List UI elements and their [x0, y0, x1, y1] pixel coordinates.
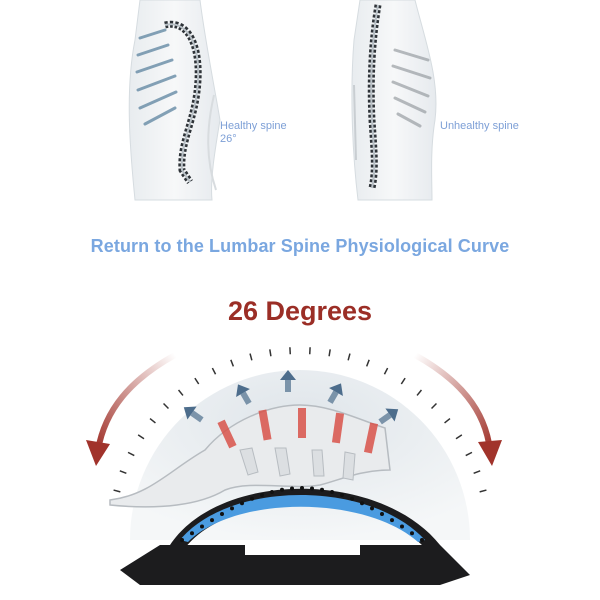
- blue-arc-pad: [180, 495, 425, 542]
- tick-mark: [211, 367, 217, 375]
- tick-mark: [149, 417, 156, 424]
- massage-bump: [340, 492, 344, 497]
- massage-bump: [350, 496, 354, 501]
- lumbar-spine-icon: [109, 404, 391, 508]
- tick-mark: [383, 367, 389, 375]
- massage-bump: [250, 496, 254, 501]
- massage-bump: [370, 506, 374, 511]
- blue-expansion-arrows-icon: [183, 370, 399, 425]
- tick-mark: [430, 402, 438, 410]
- tick-mark: [113, 489, 121, 493]
- tick-mark: [269, 349, 272, 357]
- tick-mark: [119, 470, 127, 475]
- tick-mark: [230, 359, 235, 367]
- tick-mark: [473, 470, 481, 475]
- headline: Return to the Lumbar Spine Physiological…: [90, 236, 510, 256]
- tick-marks: [113, 347, 487, 493]
- tick-mark: [416, 389, 423, 396]
- back-stretcher-product: [120, 486, 470, 585]
- massage-bump: [190, 531, 194, 536]
- skeletons-illustration: [128, 0, 437, 201]
- massage-bump: [210, 518, 214, 523]
- tick-mark: [194, 377, 200, 385]
- tick-mark: [444, 417, 451, 424]
- tick-mark: [465, 451, 473, 457]
- massage-bump: [410, 531, 414, 536]
- massage-bump: [380, 512, 384, 516]
- healthy-spine-angle: 26°: [220, 133, 237, 145]
- tick-mark: [365, 359, 370, 367]
- massage-bump: [180, 538, 184, 542]
- left-curve-arrow-icon: [95, 352, 177, 451]
- healthy-spine-figure: [128, 0, 221, 201]
- massage-bump: [270, 489, 274, 494]
- massage-bump: [360, 501, 364, 506]
- massage-bump: [290, 486, 294, 491]
- massage-bump: [260, 492, 264, 497]
- massage-bump: [320, 487, 324, 492]
- healthy-spine-label: Healthy spine: [220, 120, 287, 132]
- massage-bump: [280, 487, 284, 492]
- massage-bump: [310, 486, 314, 491]
- tick-mark: [162, 402, 170, 410]
- massage-bump: [420, 538, 424, 542]
- massage-bump: [230, 506, 234, 511]
- unhealthy-spine-label: Unhealthy spine: [440, 120, 519, 132]
- massage-bump: [400, 524, 404, 529]
- degrees-title: 26 Degrees: [227, 296, 373, 326]
- massage-bump: [330, 489, 334, 494]
- tick-mark: [127, 451, 135, 457]
- massage-bump: [200, 524, 204, 529]
- tick-mark: [479, 489, 487, 493]
- massage-bump: [300, 486, 304, 490]
- massage-bump: [390, 518, 394, 523]
- tick-mark: [455, 434, 463, 440]
- unhealthy-spine-figure: [351, 0, 437, 201]
- tick-mark: [347, 353, 351, 361]
- tick-mark: [328, 349, 331, 357]
- massage-bump: [240, 501, 244, 506]
- tick-mark: [400, 377, 406, 385]
- right-curve-arrow-icon: [413, 352, 493, 451]
- tick-mark: [137, 434, 145, 440]
- massage-bump: [220, 512, 224, 516]
- tick-mark: [249, 353, 253, 361]
- tick-mark: [177, 389, 184, 396]
